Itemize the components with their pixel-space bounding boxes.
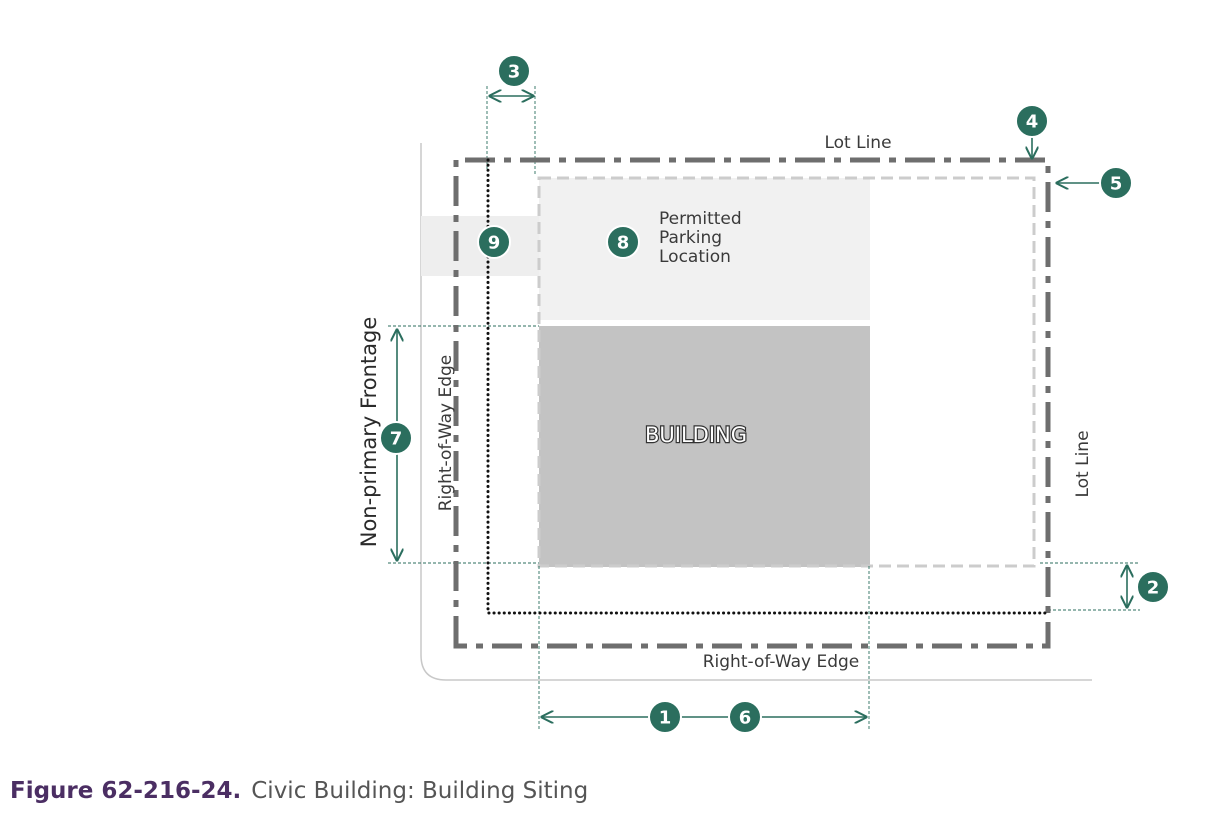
parking-label-line2: Parking [659,228,722,248]
street-curb [420,143,1092,681]
badge-6: 6 [728,700,762,734]
figure-number: Figure 62-216-24. [10,778,242,804]
badge-2: 2 [1136,570,1170,604]
non-primary-frontage-label: Non-primary Frontage [357,317,381,548]
row-edge-bottom-label: Right-of-Way Edge [703,652,860,672]
building-footprint [539,326,870,567]
badge-3: 3 [497,54,531,88]
badge-5: 5 [1099,166,1133,200]
svg-text:3: 3 [508,62,521,83]
badge-1: 1 [648,700,682,734]
svg-text:7: 7 [390,429,403,450]
badge-4: 4 [1015,104,1049,138]
dimension-guides [388,86,1140,730]
right-of-way-edge-line [486,158,1050,615]
svg-text:1: 1 [659,708,672,729]
building-label: BUILDING [645,423,747,447]
lot-line-top-label: Lot Line [824,133,891,153]
lot-line-right-label: Lot Line [1073,430,1093,497]
svg-text:9: 9 [488,233,501,254]
badge-9: 9 [477,225,511,259]
svg-text:6: 6 [739,708,752,729]
badge-7: 7 [379,421,413,455]
svg-text:5: 5 [1110,174,1123,195]
parking-area [539,178,870,320]
figure-title: Civic Building: Building Siting [251,778,589,804]
svg-text:4: 4 [1026,112,1039,133]
parking-label-line1: Permitted [659,209,742,229]
figure-caption: Figure 62-216-24. Civic Building: Buildin… [10,778,588,804]
buildable-area-outline [537,176,1036,568]
parking-label-line3: Location [659,247,731,267]
badge-8: 8 [606,225,640,259]
svg-text:2: 2 [1147,578,1160,599]
svg-text:8: 8 [617,233,630,254]
lot-line-boundary [453,157,1051,649]
row-edge-left-label: Right-of-Way Edge [436,355,456,512]
